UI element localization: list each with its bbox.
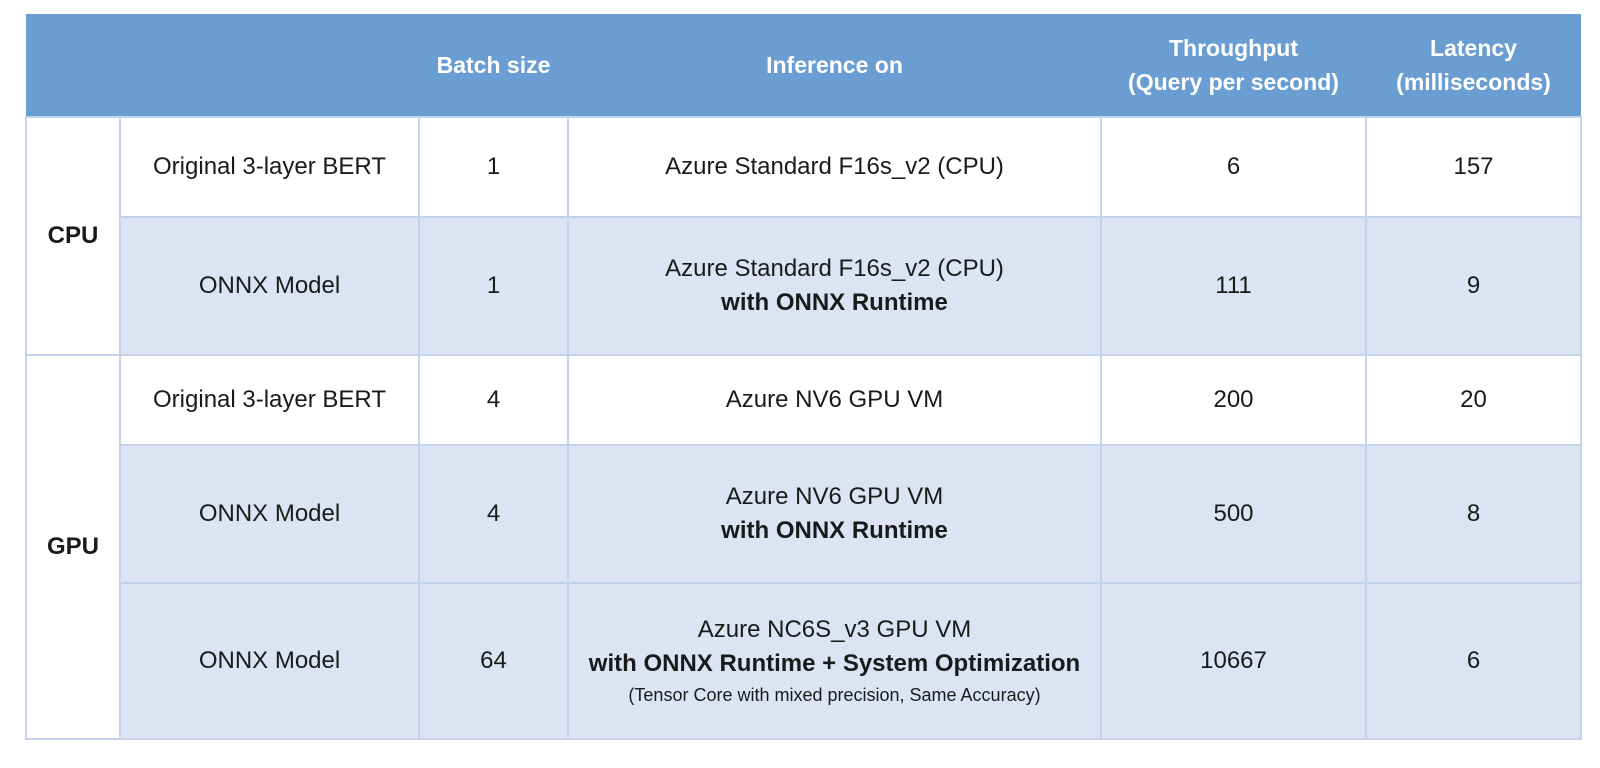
model-cell: ONNX Model bbox=[119, 216, 420, 356]
inference-runtime-line: with ONNX Runtime + System Optimization bbox=[588, 650, 1081, 677]
inference-line: Azure NV6 GPU VM bbox=[725, 386, 944, 413]
latency-cell: 157 bbox=[1365, 116, 1582, 218]
inference-cell: Azure NV6 GPU VM with ONNX Runtime bbox=[567, 444, 1102, 584]
inference-note: (Tensor Core with mixed precision, Same … bbox=[628, 685, 1041, 705]
table-row: ONNX Model 1 Azure Standard F16s_v2 (CPU… bbox=[26, 216, 1582, 356]
latency-cell: 8 bbox=[1365, 444, 1582, 584]
model-cell: ONNX Model bbox=[119, 444, 420, 584]
inference-line: Azure Standard F16s_v2 (CPU) bbox=[665, 255, 1004, 282]
inference-cell: Azure NC6S_v3 GPU VM with ONNX Runtime +… bbox=[567, 582, 1102, 740]
header-throughput: Throughput (Query per second) bbox=[1101, 14, 1366, 117]
batch-size-cell: 64 bbox=[418, 582, 569, 740]
inference-line: Azure Standard F16s_v2 (CPU) bbox=[665, 153, 1004, 180]
inference-line: Azure NV6 GPU VM bbox=[725, 483, 944, 510]
header-throughput-line1: Throughput bbox=[1168, 35, 1298, 61]
header-inference-on: Inference on bbox=[568, 14, 1101, 117]
batch-size-cell: 4 bbox=[418, 354, 569, 446]
benchmark-table: Batch size Inference on Throughput (Quer… bbox=[25, 14, 1582, 740]
header-latency-line1: Latency bbox=[1430, 35, 1517, 61]
latency-cell: 6 bbox=[1365, 582, 1582, 740]
header-throughput-line2: (Query per second) bbox=[1128, 69, 1339, 95]
throughput-cell: 10667 bbox=[1100, 582, 1367, 740]
throughput-cell: 6 bbox=[1100, 116, 1367, 218]
benchmark-table-wrapper: Batch size Inference on Throughput (Quer… bbox=[25, 14, 1582, 740]
batch-size-cell: 1 bbox=[418, 216, 569, 356]
header-inference-on-label: Inference on bbox=[766, 52, 903, 78]
header-row: Batch size Inference on Throughput (Quer… bbox=[26, 14, 1581, 117]
table-row: ONNX Model 4 Azure NV6 GPU VM with ONNX … bbox=[26, 444, 1582, 584]
model-cell: ONNX Model bbox=[119, 582, 420, 740]
inference-runtime-line: with ONNX Runtime bbox=[721, 517, 948, 544]
inference-cell: Azure Standard F16s_v2 (CPU) with ONNX R… bbox=[567, 216, 1102, 356]
model-cell: Original 3-layer BERT bbox=[119, 116, 420, 218]
inference-cell: Azure NV6 GPU VM bbox=[567, 354, 1102, 446]
table-row: GPU Original 3-layer BERT 4 Azure NV6 GP… bbox=[25, 354, 1582, 740]
throughput-cell: 500 bbox=[1100, 444, 1367, 584]
header-model-blank bbox=[120, 14, 419, 117]
throughput-cell: 111 bbox=[1100, 216, 1367, 356]
header-latency: Latency (milliseconds) bbox=[1366, 14, 1581, 117]
header-group-blank bbox=[26, 14, 120, 117]
inference-runtime-line: with ONNX Runtime bbox=[721, 289, 948, 316]
batch-size-cell: 1 bbox=[418, 116, 569, 218]
latency-cell: 20 bbox=[1365, 354, 1582, 446]
model-cell: Original 3-layer BERT bbox=[119, 354, 420, 446]
group-label-gpu: GPU bbox=[25, 354, 121, 740]
table-row: ONNX Model 64 Azure NC6S_v3 GPU VM with … bbox=[26, 582, 1582, 740]
batch-size-cell: 4 bbox=[418, 444, 569, 584]
header-batch-size-label: Batch size bbox=[436, 52, 551, 78]
header-latency-line2: (milliseconds) bbox=[1396, 69, 1551, 95]
header-batch-size: Batch size bbox=[419, 14, 568, 117]
latency-cell: 9 bbox=[1365, 216, 1582, 356]
group-label-cpu: CPU bbox=[25, 116, 121, 356]
throughput-cell: 200 bbox=[1100, 354, 1367, 446]
inference-cell: Azure Standard F16s_v2 (CPU) bbox=[567, 116, 1102, 218]
table-row: CPU Original 3-layer BERT 1 Azure Standa… bbox=[25, 116, 1582, 356]
inference-line: Azure NC6S_v3 GPU VM bbox=[697, 616, 972, 643]
